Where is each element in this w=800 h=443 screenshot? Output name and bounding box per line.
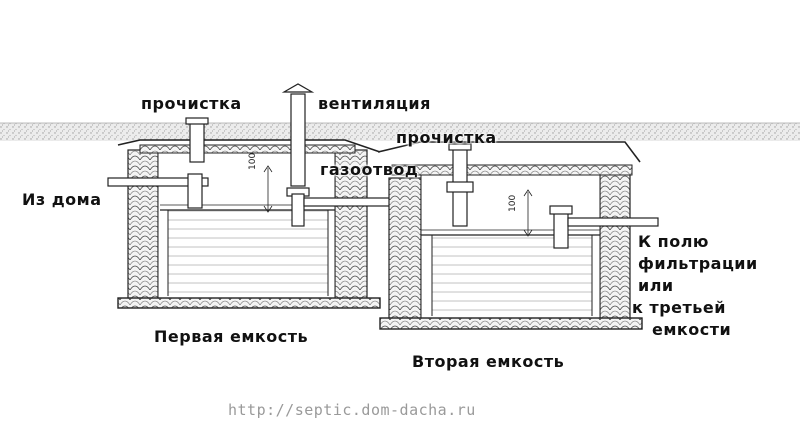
label-cleanout-left: прочистка [141,94,242,113]
label-from-house: Из дома [22,190,102,209]
label-to-field-line2: фильтрации [638,254,758,273]
label-cleanout-right: прочистка [396,128,497,147]
second-tank-right-wall [599,169,631,321]
label-dim-left: 100 [248,152,258,170]
ventilation-pipe [281,83,315,187]
label-gas-outlet: газоотвод [320,160,419,179]
cleanout-right [446,143,474,227]
label-dim-right: 100 [508,194,518,212]
inlet-pipe [107,173,209,209]
second-tank [377,141,643,330]
source-url: http://septic.dom-dacha.ru [228,401,476,419]
label-first-tank: Первая емкость [154,327,309,346]
label-to-field-line3: или [638,276,674,295]
cleanout-left [185,117,209,163]
label-to-field-line5: емкости [652,320,732,339]
label-to-field-line4: к третьей [632,298,726,317]
second-tank-left-wall [388,177,422,321]
outlet-pipe [549,205,659,249]
label-to-field-line1: К полю [638,232,709,251]
dim-left-marker [263,165,273,213]
first-tank-left-wall [127,149,159,301]
first-tank-base [117,297,381,309]
label-ventilation: вентиляция [318,94,431,113]
dim-right-marker [523,189,533,237]
second-tank-base [379,317,643,330]
label-second-tank: Вторая емкость [412,352,565,371]
